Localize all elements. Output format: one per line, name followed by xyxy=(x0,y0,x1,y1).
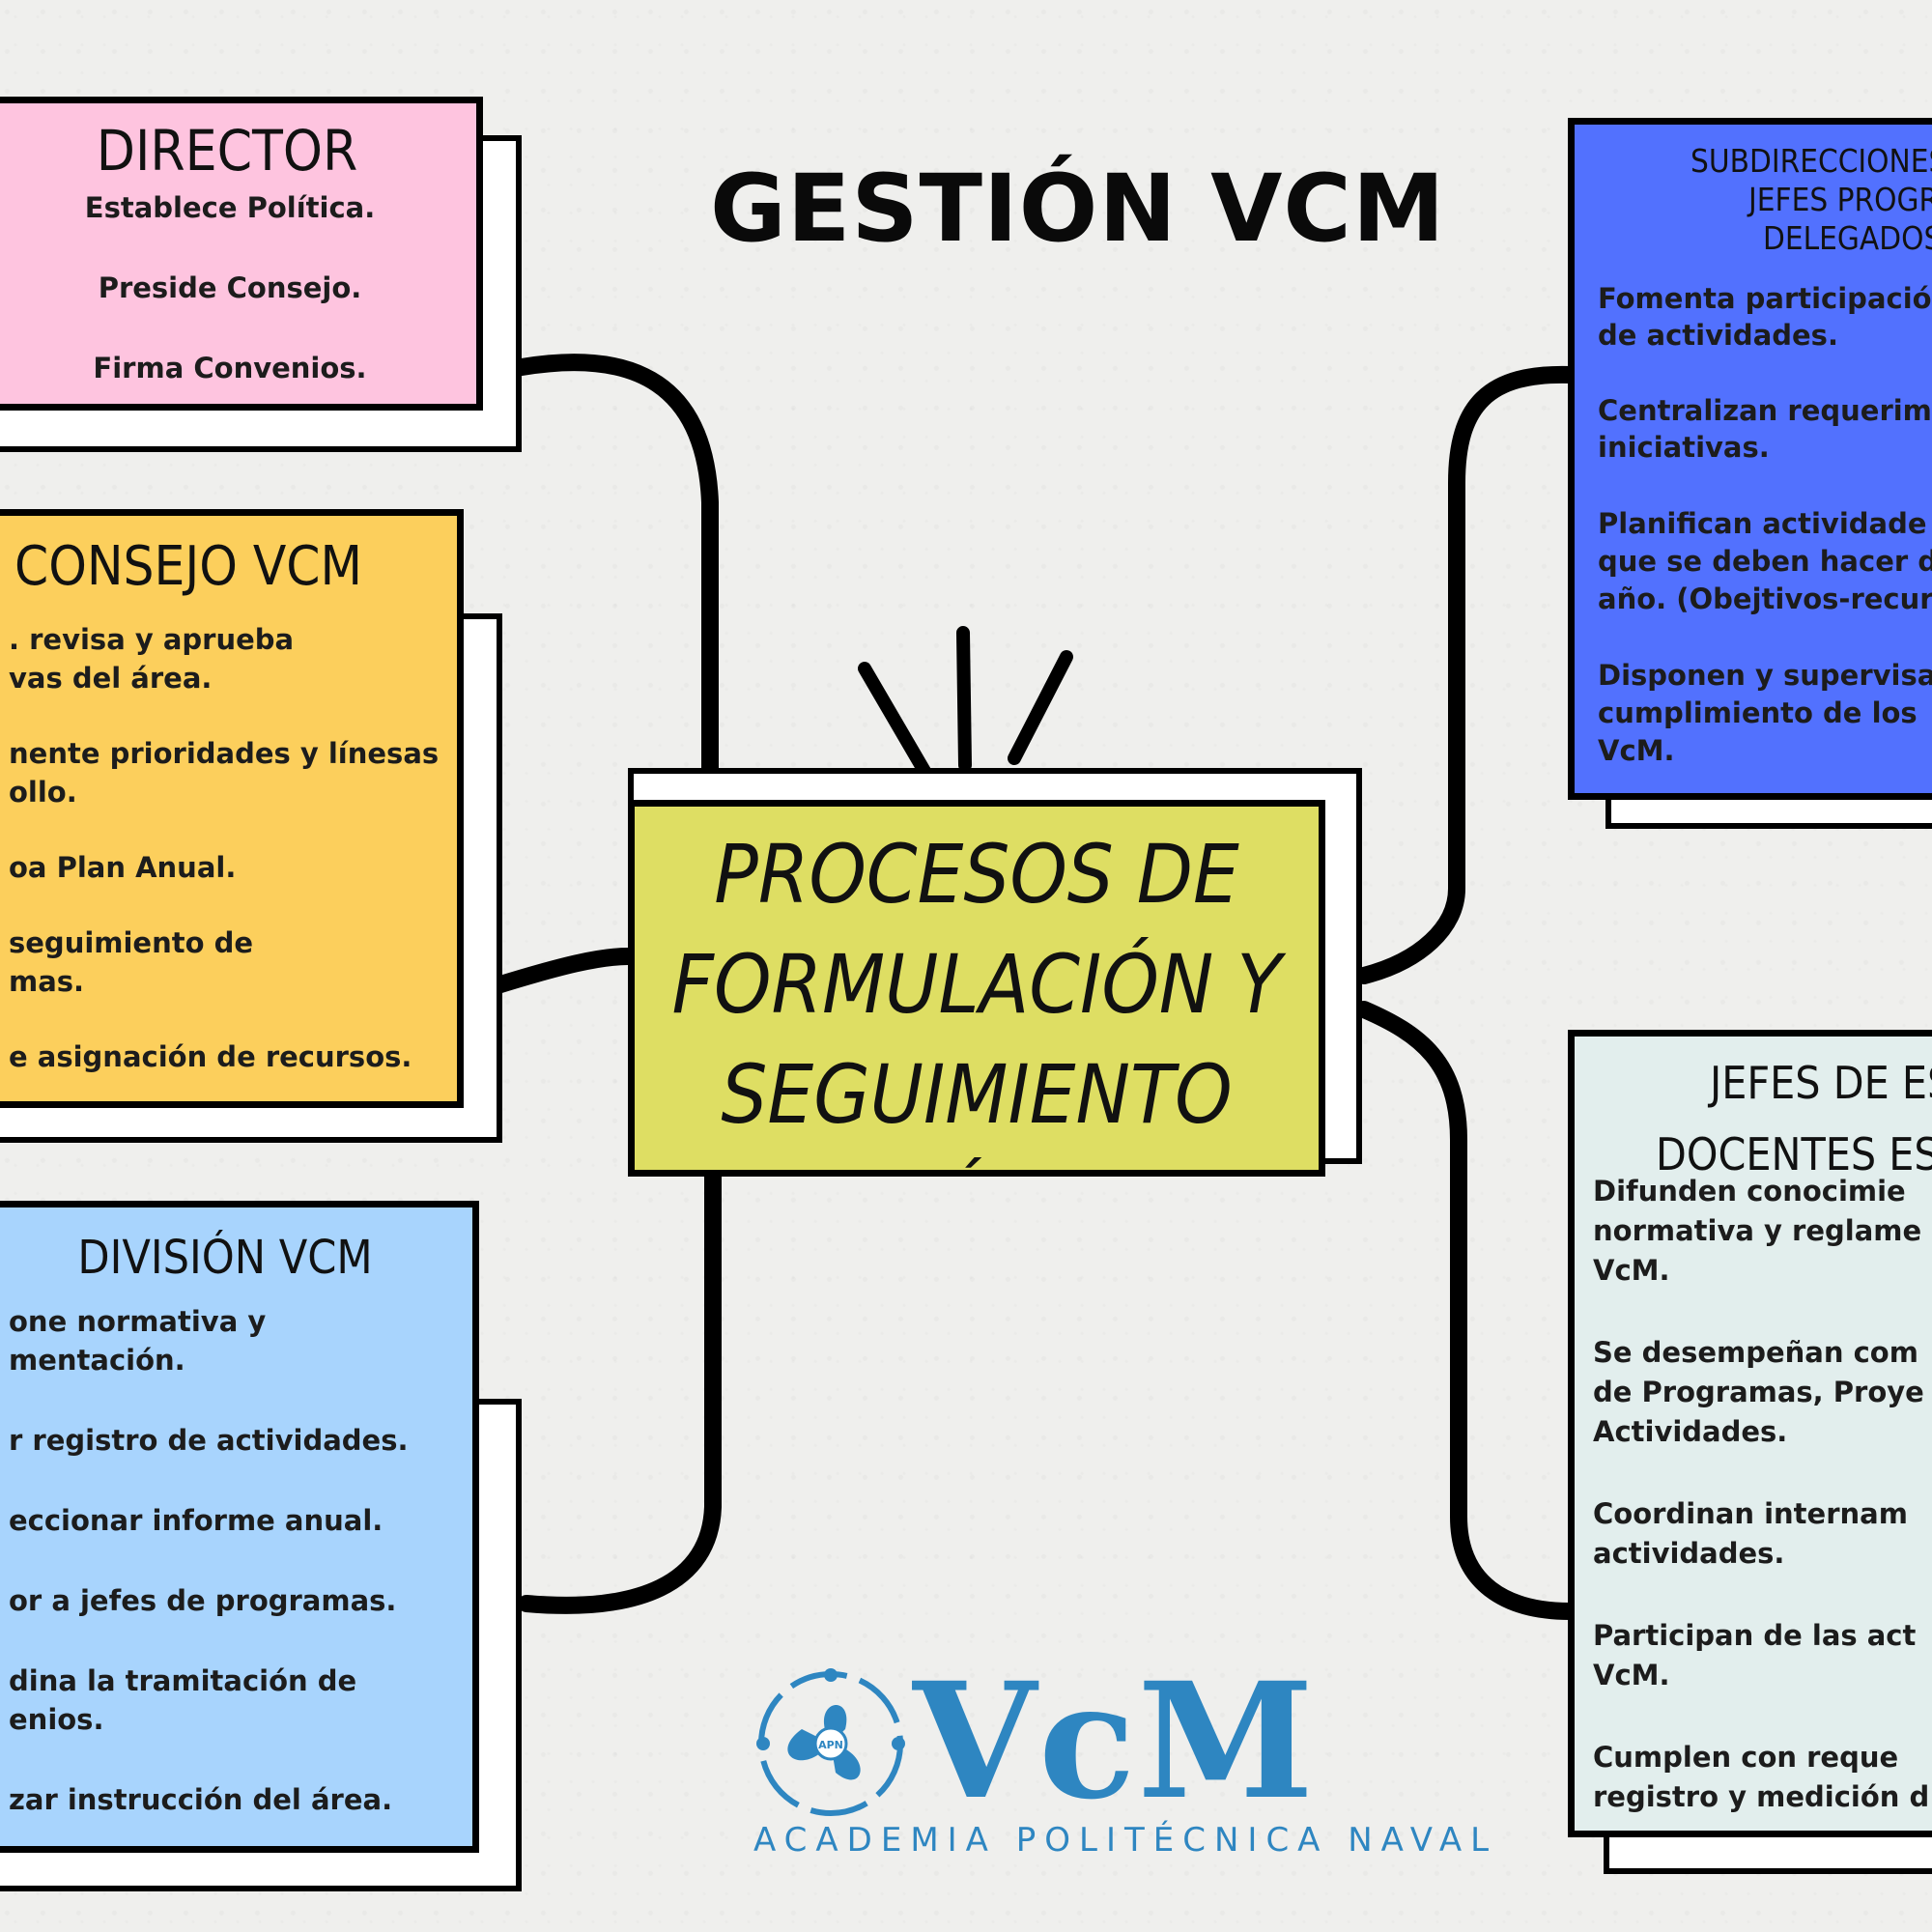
consejo-item: nente prioridades y línesas xyxy=(9,737,440,770)
jefes-heading-line: DOCENTES ESTU xyxy=(1656,1128,1932,1180)
accent-line-middle xyxy=(956,626,972,772)
page-title: GESTIÓN VCM xyxy=(710,155,1446,263)
subdir-item: Planifican actividade xyxy=(1598,507,1927,540)
connector-subdir xyxy=(1355,365,1580,984)
director-heading: DIRECTOR xyxy=(96,118,358,184)
division-item: eccionar informe anual. xyxy=(9,1504,384,1537)
director-item: Firma Convenios. xyxy=(93,351,367,384)
logo-subtitle: ACADEMIA POLITÉCNICA NAVAL xyxy=(753,1821,1498,1860)
subdir-heading-line: SUBDIRECCIONES JE xyxy=(1690,142,1932,180)
director-item: Establece Política. xyxy=(84,190,376,224)
consejo-item: seguimiento de xyxy=(9,926,254,959)
director-card: DIRECTOR Establece Política. Preside Con… xyxy=(0,97,483,411)
jefes-item: Coordinan internam xyxy=(1593,1497,1908,1530)
central-line: FORMULACIÓN Y xyxy=(671,937,1282,1032)
subdir-item: VcM. xyxy=(1598,734,1675,767)
subdir-heading-line: DELEGADOS xyxy=(1763,219,1932,257)
subdir-item: año. (Obejtivos-recur xyxy=(1598,582,1932,615)
subdir-item: Centralizan requerim xyxy=(1598,394,1932,427)
division-item: dina la tramitación de xyxy=(9,1664,357,1697)
subdir-item: Disponen y supervisa xyxy=(1598,659,1932,692)
consejo-item: . revisa y aprueba xyxy=(9,623,295,656)
division-item: r registro de actividades. xyxy=(9,1424,409,1457)
logo-text: VcM xyxy=(913,1647,1317,1834)
central-process-card: PROCESOS DE FORMULACIÓN Y SEGUIMIENTO GE… xyxy=(628,800,1325,1177)
connector-jefes xyxy=(1355,1001,1578,1620)
subdir-item: iniciativas. xyxy=(1598,431,1770,464)
subdir-item: cumplimiento de los xyxy=(1598,696,1918,729)
subdir-item: de actividades. xyxy=(1598,319,1838,352)
connector-division xyxy=(518,1168,722,1614)
jefes-item: VcM. xyxy=(1593,1659,1670,1691)
division-card: DIVISIÓN VCM one normativa y mentación. … xyxy=(0,1201,479,1853)
consejo-item: oa Plan Anual. xyxy=(9,851,237,884)
jefes-item: VcM. xyxy=(1593,1254,1670,1287)
consejo-item: e asignación de recursos. xyxy=(9,1040,412,1073)
consejo-heading: CONSEJO VCM xyxy=(14,535,362,598)
subdir-heading-line: JEFES PROGRA xyxy=(1748,181,1932,218)
subdir-item: Fomenta participació xyxy=(1598,282,1932,315)
central-line: GESTIÓN VCM xyxy=(635,1162,1319,1170)
division-heading: DIVISIÓN VCM xyxy=(77,1231,373,1285)
subdir-item: que se deben hacer d xyxy=(1598,545,1932,578)
propeller-emblem-icon: APN xyxy=(756,1668,905,1816)
accent-line-right xyxy=(1008,650,1073,765)
consejo-card: CONSEJO VCM . revisa y aprueba vas del á… xyxy=(0,509,464,1108)
jefes-heading-line: JEFES DE ESC xyxy=(1710,1057,1932,1109)
jefes-item: Difunden conocimie xyxy=(1593,1175,1906,1208)
jefes-item: Se desempeñan com xyxy=(1593,1336,1918,1369)
jefes-item: Actividades. xyxy=(1593,1415,1788,1448)
central-line: PROCESOS DE xyxy=(714,827,1239,922)
director-item: Preside Consejo. xyxy=(98,270,362,304)
central-line: SEGUIMIENTO xyxy=(721,1047,1233,1142)
vcm-logo: APN VcM ACADEMIA POLITÉCNICA NAVAL xyxy=(749,1647,1489,1869)
division-item: one normativa y xyxy=(9,1305,267,1338)
division-item: or a jefes de programas. xyxy=(9,1584,397,1617)
consejo-item: mas. xyxy=(9,965,85,998)
connector-consejo xyxy=(489,948,637,994)
consejo-item: ollo. xyxy=(9,776,77,809)
jefes-item: normativa y reglame xyxy=(1593,1214,1922,1247)
accent-line-left xyxy=(858,662,932,780)
jefes-item: Participan de las act xyxy=(1593,1619,1917,1652)
jefes-item: de Programas, Proye xyxy=(1593,1376,1924,1408)
emblem-text: APN xyxy=(818,1739,843,1751)
subdirecciones-card: SUBDIRECCIONES JE JEFES PROGRA DELEGADOS… xyxy=(1568,118,1932,800)
consejo-item: vas del área. xyxy=(9,662,213,695)
jefes-item: Cumplen con reque xyxy=(1593,1741,1899,1774)
division-item: enios. xyxy=(9,1703,104,1736)
division-item: mentación. xyxy=(9,1344,185,1377)
jefes-item: actividades. xyxy=(1593,1537,1785,1570)
division-item: zar instrucción del área. xyxy=(9,1783,393,1816)
jefes-card: JEFES DE ESC DOCENTES ESTU Difunden cono… xyxy=(1568,1030,1932,1837)
jefes-item: registro y medición d xyxy=(1593,1780,1930,1813)
connector-director xyxy=(513,354,719,809)
